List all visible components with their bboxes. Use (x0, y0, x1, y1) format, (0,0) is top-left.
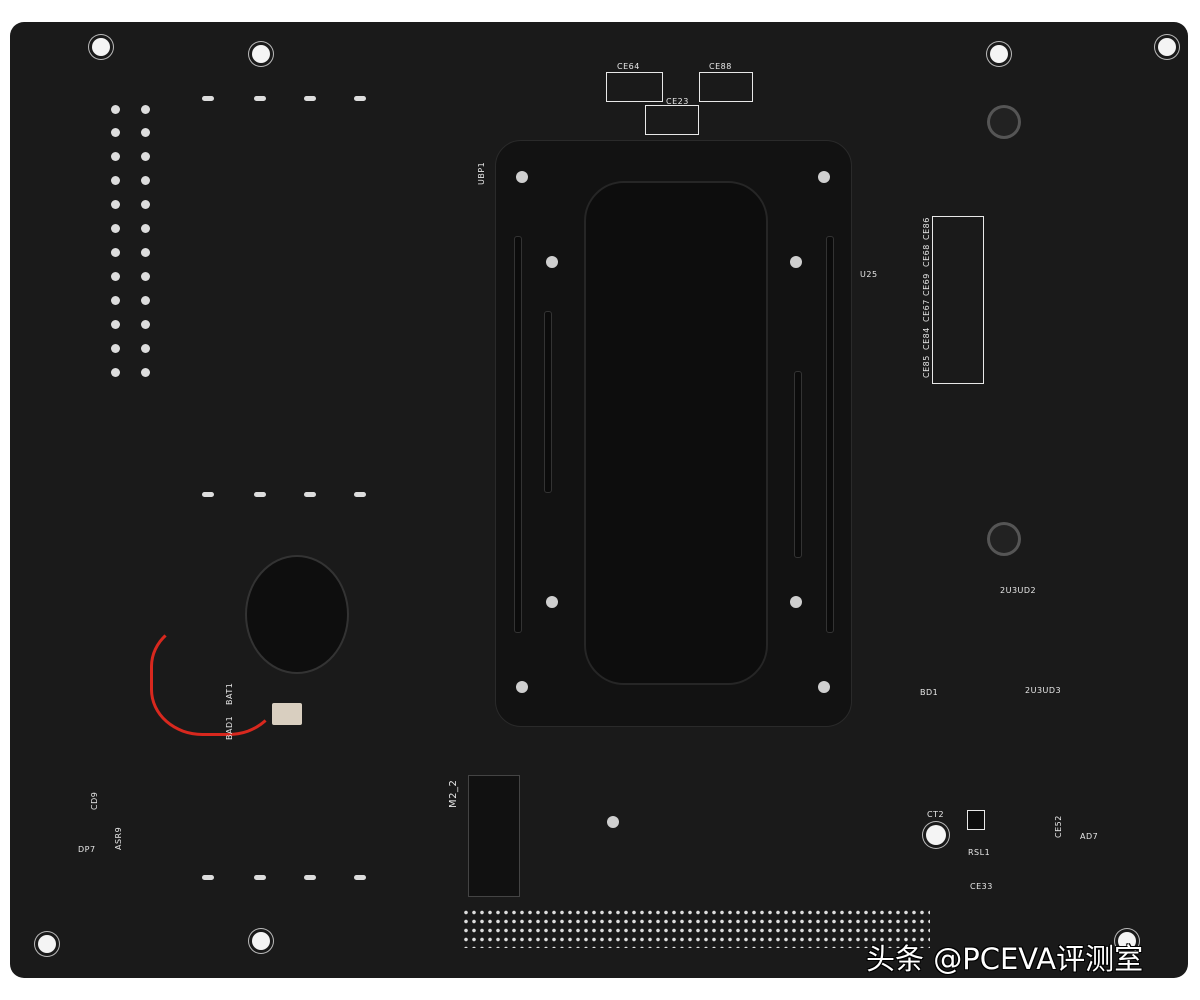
mounting-hole (926, 825, 946, 845)
capacitor-bank (932, 216, 984, 384)
backplate-screw (790, 256, 802, 268)
capacitor-ce23 (645, 105, 699, 135)
label-bd1: BD1 (920, 688, 939, 697)
battery-cable (150, 620, 281, 736)
cpu-backplate (495, 140, 852, 727)
mounting-hole (990, 45, 1008, 63)
m2-standoff (607, 816, 619, 828)
label-ce23: CE23 (666, 97, 689, 106)
standoff-screw (990, 525, 1018, 553)
mounting-hole (38, 935, 56, 953)
backplate-screw (818, 681, 830, 693)
label-2u3ud2: 2U3UD2 (1000, 586, 1037, 595)
battery-connector (272, 703, 302, 725)
backplate-slot (794, 371, 802, 558)
label-bat1: BAT1 (225, 682, 234, 705)
label-ubp1: UBP1 (477, 161, 486, 185)
label-ce52: CE52 (1054, 815, 1063, 838)
backplate-slot (514, 236, 522, 633)
backplate-screw (790, 596, 802, 608)
label-ct2: CT2 (927, 810, 945, 819)
mounting-hole (1158, 38, 1176, 56)
standoff-screw (990, 108, 1018, 136)
mounting-hole (1118, 932, 1136, 950)
label-ce68: CE68 (922, 244, 931, 267)
label-ce69: CE69 (922, 273, 931, 296)
chip-rsl1 (967, 810, 985, 830)
m2-slot (468, 775, 520, 897)
label-bad1: BAD1 (225, 715, 234, 740)
label-ce88: CE88 (709, 62, 732, 71)
backplate-screw (516, 681, 528, 693)
label-ce84: CE84 (922, 327, 931, 350)
backplate-slot (544, 311, 552, 493)
capacitor-ce64 (606, 72, 663, 102)
backplate-screw (818, 171, 830, 183)
backplate-screw (546, 256, 558, 268)
label-2u3ud3: 2U3UD3 (1025, 686, 1062, 695)
label-ce64: CE64 (617, 62, 640, 71)
capacitor-ce88 (699, 72, 753, 102)
mounting-hole (92, 38, 110, 56)
label-u25: U25 (860, 270, 878, 279)
mounting-hole (252, 45, 270, 63)
label-ce67: CE67 (922, 299, 931, 322)
backplate-screw (546, 596, 558, 608)
backplate-screw (516, 171, 528, 183)
expansion-slot-pins (462, 908, 930, 948)
label-ad7: AD7 (1080, 832, 1099, 841)
label-ce33: CE33 (970, 882, 993, 891)
label-m2-2: M2_2 (448, 779, 459, 808)
backplate-center-recess (584, 181, 768, 685)
label-asr9: ASR9 (114, 826, 123, 850)
label-rsl1: RSL1 (968, 848, 991, 857)
label-ce85: CE85 (922, 355, 931, 378)
watermark: 头条 @PCEVA评测室 (866, 942, 1144, 976)
label-ce86: CE86 (922, 217, 931, 240)
mounting-hole (252, 932, 270, 950)
label-cd9: CD9 (90, 791, 99, 810)
label-dp7: DP7 (78, 845, 96, 854)
backplate-slot (826, 236, 834, 633)
